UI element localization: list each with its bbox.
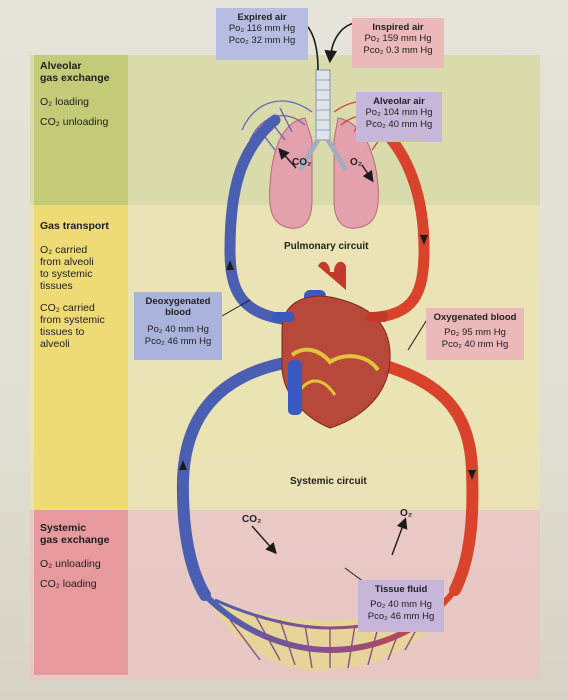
systemic-title-line2: gas exchange bbox=[40, 534, 110, 546]
transport-item-o2-line: tissues bbox=[40, 280, 73, 292]
deoxygenated-title-line1: Deoxygenated bbox=[145, 296, 211, 307]
inspired-air-box: Inspired air Po₂ 159 mm Hg Pco₂ 0.3 mm H… bbox=[352, 18, 444, 68]
aorta-vessel bbox=[366, 356, 479, 596]
systemic-item-o2: O₂ unloading bbox=[40, 558, 101, 570]
expired-air-box: Expired air Po₂ 116 mm Hg Pco₂ 32 mm Hg bbox=[216, 8, 308, 60]
tissue-co2-arrow bbox=[251, 525, 277, 555]
heart bbox=[272, 261, 391, 429]
alveolar-title-line2: gas exchange bbox=[40, 72, 110, 84]
lungs bbox=[269, 117, 379, 229]
inspired-air-title: Inspired air bbox=[372, 22, 424, 33]
tissue-fluid-pco2: Pco₂ 46 mm Hg bbox=[367, 610, 435, 622]
oxygenated-leader bbox=[407, 317, 429, 351]
tissue-co2-label: CO₂ bbox=[242, 514, 261, 525]
tissue-o2-arrow bbox=[391, 517, 408, 556]
tissue-fluid-po2: Po₂ 40 mm Hg bbox=[370, 599, 432, 610]
transport-item-co2-line: CO₂ carried bbox=[40, 302, 95, 314]
transport-item-o2-line: from alveoli bbox=[40, 256, 94, 268]
transport-item-co2-line: alveoli bbox=[40, 338, 70, 350]
expired-air-po2: Po₂ 116 mm Hg bbox=[228, 23, 296, 34]
expired-air-pco2: Pco₂ 32 mm Hg bbox=[228, 34, 296, 46]
alveolar-air-box: Alveolar air Po₂ 104 mm Hg Pco₂ 40 mm Hg bbox=[356, 92, 442, 142]
deoxygenated-title-line2: blood bbox=[165, 307, 191, 318]
oxygenated-title: Oxygenated blood bbox=[433, 312, 517, 323]
lung-co2-arrow bbox=[278, 147, 297, 169]
oxygenated-po2: Po₂ 95 mm Hg bbox=[444, 327, 506, 338]
transport-item-co2-line: from systemic bbox=[40, 314, 105, 326]
transport-column bbox=[34, 205, 128, 510]
pulmonary-artery-vessel bbox=[224, 114, 296, 326]
lung-o2-arrow bbox=[361, 164, 374, 183]
alveolar-title-line1: Alveolar bbox=[40, 60, 82, 72]
oxygenated-blood-box: Oxygenated blood Po₂ 95 mm Hg Pco₂ 40 mm… bbox=[426, 308, 524, 360]
expired-air-title: Expired air bbox=[237, 12, 287, 23]
lung-o2-label: O₂ bbox=[350, 157, 362, 168]
deoxygenated-leader bbox=[221, 299, 251, 317]
transport-section: Gas transport O₂ carried from alveoli to… bbox=[40, 220, 126, 350]
alveolar-air-title: Alveolar air bbox=[373, 96, 425, 107]
transport-item-o2-line: to systemic bbox=[40, 268, 93, 280]
systemic-circuit-label: Systemic circuit bbox=[290, 476, 367, 487]
systemic-item-co2: CO₂ loading bbox=[40, 578, 97, 590]
deoxygenated-po2: Po₂ 40 mm Hg bbox=[147, 324, 209, 335]
alveolar-air-pco2: Pco₂ 40 mm Hg bbox=[365, 118, 433, 130]
alveolar-air-po2: Po₂ 104 mm Hg bbox=[365, 107, 433, 118]
alveolar-item-o2: O₂ loading bbox=[40, 96, 90, 108]
tissue-o2-label: O₂ bbox=[400, 508, 412, 519]
systemic-title-line1: Systemic bbox=[40, 522, 87, 534]
transport-item-co2: CO₂ carried from systemic tissues to alv… bbox=[40, 302, 126, 350]
deoxygenated-pco2: Pco₂ 46 mm Hg bbox=[144, 335, 212, 347]
tissue-fluid-box: Tissue fluid Po₂ 40 mm Hg Pco₂ 46 mm Hg bbox=[358, 580, 444, 632]
transport-item-co2-line: tissues to bbox=[40, 326, 85, 338]
transport-item-o2-line: O₂ carried bbox=[40, 244, 88, 256]
tissue-fluid-title: Tissue fluid bbox=[374, 584, 428, 595]
lung-co2-label: CO₂ bbox=[292, 157, 311, 168]
transport-title: Gas transport bbox=[40, 220, 109, 232]
alveolar-column bbox=[34, 55, 128, 205]
systemic-section: Systemic gas exchange O₂ unloading CO₂ l… bbox=[40, 522, 126, 590]
inspired-air-pco2: Pco₂ 0.3 mm Hg bbox=[363, 44, 433, 56]
alveolar-section: Alveolar gas exchange O₂ loading CO₂ unl… bbox=[40, 60, 126, 128]
vena-cava-vessel bbox=[176, 356, 296, 601]
pulmonary-circuit-label: Pulmonary circuit bbox=[284, 241, 369, 252]
pulmonary-vein-vessel bbox=[354, 114, 430, 324]
transport-item-o2: O₂ carried from alveoli to systemic tiss… bbox=[40, 244, 126, 292]
inspired-air-po2: Po₂ 159 mm Hg bbox=[364, 33, 432, 44]
alveolar-item-co2: CO₂ unloading bbox=[40, 116, 109, 128]
flow-arrows bbox=[179, 235, 476, 480]
systemic-column bbox=[34, 510, 128, 675]
oxygenated-pco2: Pco₂ 40 mm Hg bbox=[441, 338, 509, 350]
deoxygenated-blood-box: Deoxygenated blood Po₂ 40 mm Hg Pco₂ 46 … bbox=[134, 292, 222, 360]
trachea bbox=[297, 69, 349, 172]
